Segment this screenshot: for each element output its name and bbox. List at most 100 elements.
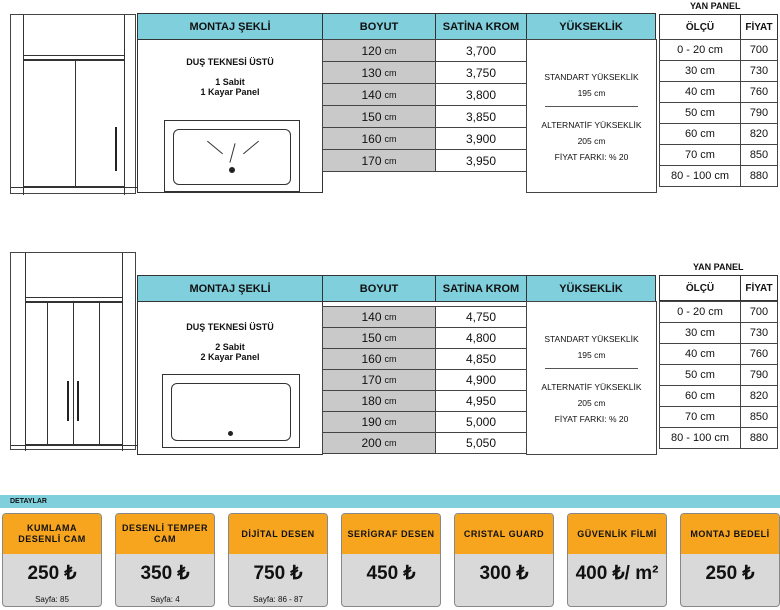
header-yukseklik: YÜKSEKLİK	[526, 13, 656, 40]
boyut-value: 170	[361, 153, 382, 168]
yan-olcu-cell: 40 cm	[659, 343, 741, 365]
alt-height-value: 205 cm	[577, 136, 606, 146]
boyut-value: 170	[361, 373, 382, 387]
yan-fiyat-cell: 730	[740, 60, 778, 82]
satina-price-cell: 3,800	[435, 83, 527, 106]
yan-header-fiyat: FİYAT	[740, 14, 778, 40]
yan-fiyat-cell: 820	[740, 385, 778, 407]
boyut-unit: cm	[384, 312, 397, 322]
std-height-label: STANDART YÜKSEKLİK	[544, 334, 639, 344]
detail-card-title: KUMLAMA DESENLİ CAM	[3, 514, 101, 554]
detail-card-price: 350 ₺	[140, 563, 190, 584]
detail-card-title: DİJİTAL DESEN	[229, 514, 327, 554]
yan-fiyat-cell: 880	[740, 427, 778, 449]
yan-olcu-cell: 60 cm	[659, 385, 741, 407]
boyut-value: 130	[361, 65, 382, 80]
boyut-value: 140	[361, 87, 382, 102]
product-section-2: MONTAJ ŞEKLİ BOYUT SATİNA KROM YÜKSEKLİK…	[0, 248, 780, 460]
satina-price-cell: 4,800	[435, 327, 527, 349]
boyut-unit: cm	[384, 396, 397, 406]
montaj-line1: 1 Sabit	[215, 77, 245, 87]
yan-fiyat-cell: 850	[740, 144, 778, 166]
yan-fiyat-cell: 820	[740, 123, 778, 145]
yan-olcu-cell: 0 - 20 cm	[659, 301, 741, 323]
yan-fiyat-cell: 730	[740, 322, 778, 344]
detail-card: DİJİTAL DESEN 750 ₺ Sayfa: 86 - 87	[228, 513, 328, 607]
yan-fiyat-cell: 790	[740, 102, 778, 124]
satina-price-cell: 3,750	[435, 61, 527, 84]
header-montaj: MONTAJ ŞEKLİ	[137, 13, 323, 40]
detail-card: DESENLİ TEMPER CAM 350 ₺ Sayfa: 4	[115, 513, 215, 607]
detail-card-title: GÜVENLİK FİLMİ	[568, 514, 666, 554]
yan-fiyat-cell: 700	[740, 39, 778, 61]
satina-price-cell: 3,850	[435, 105, 527, 128]
satina-price-cell: 5,000	[435, 411, 527, 433]
yan-panel-title: YAN PANEL	[690, 1, 741, 11]
satina-price-cell: 5,050	[435, 432, 527, 454]
boyut-value: 150	[361, 331, 382, 345]
shower-tray-diagram	[162, 374, 300, 448]
montaj-title: DUŞ TEKNESİ ÜSTÜ	[186, 57, 274, 67]
alt-height-label: ALTERNATİF YÜKSEKLİK	[541, 120, 642, 130]
std-height-value: 195 cm	[577, 350, 606, 360]
header-montaj: MONTAJ ŞEKLİ	[137, 275, 323, 302]
alt-height-value: 205 cm	[577, 398, 606, 408]
yan-olcu-cell: 60 cm	[659, 123, 741, 145]
yan-fiyat-cell: 850	[740, 406, 778, 428]
boyut-value: 180	[361, 394, 382, 408]
detail-card: MONTAJ BEDELİ 250 ₺	[680, 513, 780, 607]
yan-olcu-cell: 70 cm	[659, 406, 741, 428]
montaj-line2: 1 Kayar Panel	[200, 87, 260, 97]
montaj-title: DUŞ TEKNESİ ÜSTÜ	[186, 322, 274, 332]
detail-card-title: CRISTAL GUARD	[455, 514, 553, 554]
detail-card-price: 750 ₺	[253, 563, 303, 584]
boyut-unit: cm	[384, 438, 397, 448]
boyut-unit: cm	[384, 417, 397, 427]
header-satina: SATİNA KROM	[435, 275, 527, 302]
satina-price-cell: 4,950	[435, 390, 527, 412]
shower-tray-diagram	[164, 120, 300, 192]
yan-fiyat-cell: 790	[740, 364, 778, 386]
detail-card-title: MONTAJ BEDELİ	[681, 514, 779, 554]
yan-olcu-cell: 30 cm	[659, 322, 741, 344]
satina-price-cell: 3,900	[435, 127, 527, 150]
yan-fiyat-cell: 880	[740, 165, 778, 187]
yan-fiyat-cell: 700	[740, 301, 778, 323]
shower-enclosure-image	[10, 252, 137, 451]
header-boyut: BOYUT	[322, 275, 436, 302]
detail-card-price: 250 ₺	[27, 563, 77, 584]
detail-card-title: DESENLİ TEMPER CAM	[116, 514, 214, 554]
std-height-label: STANDART YÜKSEKLİK	[544, 72, 639, 82]
boyut-value: 120	[361, 43, 382, 58]
price-diff: FİYAT FARKI: % 20	[554, 152, 629, 162]
detail-card-page: Sayfa: 86 - 87	[253, 595, 303, 604]
satina-price-cell: 4,900	[435, 369, 527, 391]
detail-card-price: 450 ₺	[366, 563, 416, 584]
shower-enclosure-image	[10, 14, 137, 195]
boyut-unit: cm	[384, 155, 397, 166]
boyut-value: 140	[361, 310, 382, 324]
boyut-value: 190	[361, 415, 382, 429]
boyut-unit: cm	[384, 354, 397, 364]
montaj-line2: 2 Kayar Panel	[200, 352, 260, 362]
detail-card: SERİGRAF DESEN 450 ₺	[341, 513, 441, 607]
detail-card-page: Sayfa: 4	[150, 595, 180, 604]
satina-price-cell: 3,950	[435, 149, 527, 172]
yan-olcu-cell: 0 - 20 cm	[659, 39, 741, 61]
boyut-unit: cm	[384, 67, 397, 78]
detail-card-price: 250 ₺	[705, 563, 755, 584]
boyut-value: 200	[361, 436, 382, 450]
header-yukseklik: YÜKSEKLİK	[526, 275, 656, 302]
detail-card-title: SERİGRAF DESEN	[342, 514, 440, 554]
